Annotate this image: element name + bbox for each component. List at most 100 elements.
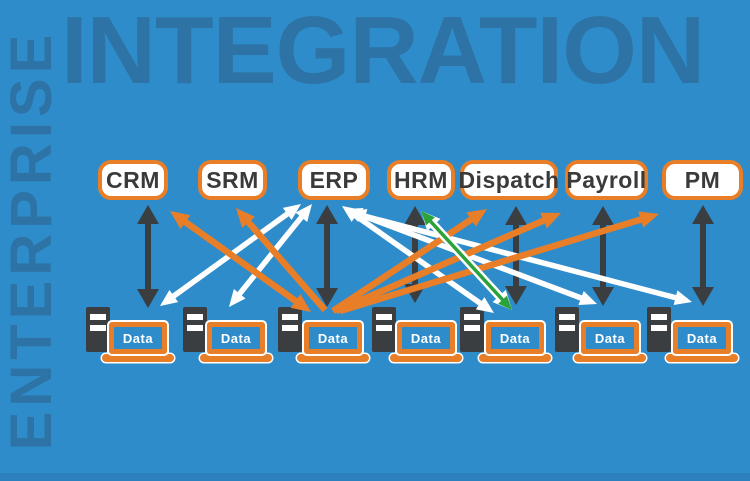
- arrow-shaft: [168, 209, 293, 301]
- arrowhead-icon: [498, 295, 512, 310]
- tower-drive-slot: [90, 325, 106, 331]
- arrowhead-icon: [466, 209, 487, 227]
- laptop-screen: Data: [491, 327, 539, 349]
- system-label: SRM: [206, 166, 259, 193]
- arrowhead-icon: [592, 206, 614, 225]
- arrow-white-erp-data-2: [229, 204, 312, 307]
- arrow-shaft: [426, 217, 507, 304]
- arrow-orange-srm-data-3: [236, 208, 328, 313]
- arrow-shaft: [427, 218, 506, 303]
- arrowhead-icon: [673, 290, 692, 305]
- tower-drive-slot: [464, 325, 480, 331]
- laptop-screen: Data: [114, 327, 162, 349]
- system-label: Payroll: [566, 166, 647, 193]
- laptop-icon: Data: [581, 322, 639, 354]
- arrowhead-icon: [137, 205, 159, 224]
- arrow-shaft: [355, 210, 587, 303]
- data-label: Data: [122, 330, 154, 346]
- arrowhead-icon: [137, 289, 159, 308]
- tower-drive-slot: [559, 314, 575, 320]
- tower-drive-slot: [464, 314, 480, 320]
- arrow-green-hrm-data-5-outline: [421, 211, 512, 310]
- arrowhead-icon: [316, 288, 338, 307]
- arrow-orange-dispatch-data-3: [331, 209, 487, 314]
- server-tower-icon: [647, 307, 671, 352]
- arrowhead-icon: [404, 284, 426, 303]
- arrowhead-icon: [505, 206, 527, 225]
- tower-drive-slot: [90, 314, 106, 320]
- tower-drive-slot: [376, 314, 392, 320]
- data-label: Data: [410, 330, 442, 346]
- arrow-shaft: [334, 215, 550, 314]
- arrow-white-erp-data-7: [349, 209, 692, 305]
- arrowhead-icon: [345, 207, 364, 223]
- title-integration: INTEGRATION: [61, 0, 705, 104]
- laptop-base-icon: [200, 354, 272, 362]
- footer-bar: [0, 473, 750, 481]
- system-box-srm: SRM: [198, 160, 267, 200]
- arrowhead-icon: [421, 211, 435, 226]
- arrow-shaft: [242, 216, 328, 313]
- arrow-white-erp-data-1: [160, 204, 301, 306]
- system-box-erp: ERP: [298, 160, 370, 200]
- arrowhead-icon: [316, 205, 338, 224]
- laptop-screen: Data: [586, 327, 634, 349]
- arrowhead-icon: [578, 290, 597, 306]
- arrow-white-erp-data-5: [342, 206, 494, 313]
- arrowhead-icon: [236, 208, 255, 228]
- data-label: Data: [686, 330, 718, 346]
- arrow-black-erp-data-3: [316, 205, 338, 307]
- arrowhead-icon: [229, 289, 246, 307]
- laptop-screen: Data: [678, 327, 726, 349]
- arrowhead-icon: [638, 211, 659, 228]
- system-label: Dispatch: [458, 166, 560, 193]
- system-box-hrm: HRM: [387, 160, 455, 200]
- arrow-black-hrm-data-4: [404, 206, 426, 303]
- arrow-black-crm-data-1: [137, 205, 159, 308]
- laptop-base-icon: [390, 354, 462, 362]
- arrowhead-icon: [282, 204, 301, 221]
- laptop-screen: Data: [309, 327, 357, 349]
- arrowhead-icon: [592, 287, 614, 306]
- tower-drive-slot: [282, 314, 298, 320]
- laptop-icon: Data: [397, 322, 455, 354]
- laptop-base-icon: [666, 354, 738, 362]
- tower-drive-slot: [376, 325, 392, 331]
- arrow-orange-pm-data-3: [339, 211, 659, 315]
- laptop-icon: Data: [486, 322, 544, 354]
- server-tower-icon: [372, 307, 396, 352]
- arrowhead-icon: [160, 289, 179, 306]
- tower-drive-slot: [282, 325, 298, 331]
- tower-drive-slot: [651, 314, 667, 320]
- data-label: Data: [220, 330, 252, 346]
- system-label: ERP: [309, 166, 359, 193]
- laptop-base-icon: [574, 354, 646, 362]
- arrow-shaft: [350, 211, 486, 308]
- laptop-icon: Data: [109, 322, 167, 354]
- arrow-shaft: [234, 212, 307, 299]
- arrow-black-pm-data-7: [692, 205, 714, 306]
- system-box-crm: CRM: [98, 160, 168, 200]
- arrowhead-icon: [505, 286, 527, 305]
- tower-drive-slot: [187, 325, 203, 331]
- system-box-dispatch: Dispatch: [458, 160, 560, 200]
- data-label: Data: [499, 330, 531, 346]
- system-label: HRM: [394, 166, 448, 193]
- laptop-icon: Data: [207, 322, 265, 354]
- laptop-base-icon: [102, 354, 174, 362]
- tower-drive-slot: [187, 314, 203, 320]
- laptop-base-icon: [297, 354, 369, 362]
- data-label: Data: [594, 330, 626, 346]
- data-label: Data: [317, 330, 349, 346]
- tower-drive-slot: [651, 325, 667, 331]
- arrowhead-icon: [295, 204, 312, 222]
- system-label: PM: [684, 166, 721, 193]
- laptop-icon: Data: [673, 322, 731, 354]
- laptop-icon: Data: [304, 322, 362, 354]
- server-tower-icon: [555, 307, 579, 352]
- arrowhead-icon: [540, 212, 561, 229]
- system-label: CRM: [106, 166, 160, 193]
- arrowhead-icon: [692, 205, 714, 224]
- laptop-base-icon: [479, 354, 551, 362]
